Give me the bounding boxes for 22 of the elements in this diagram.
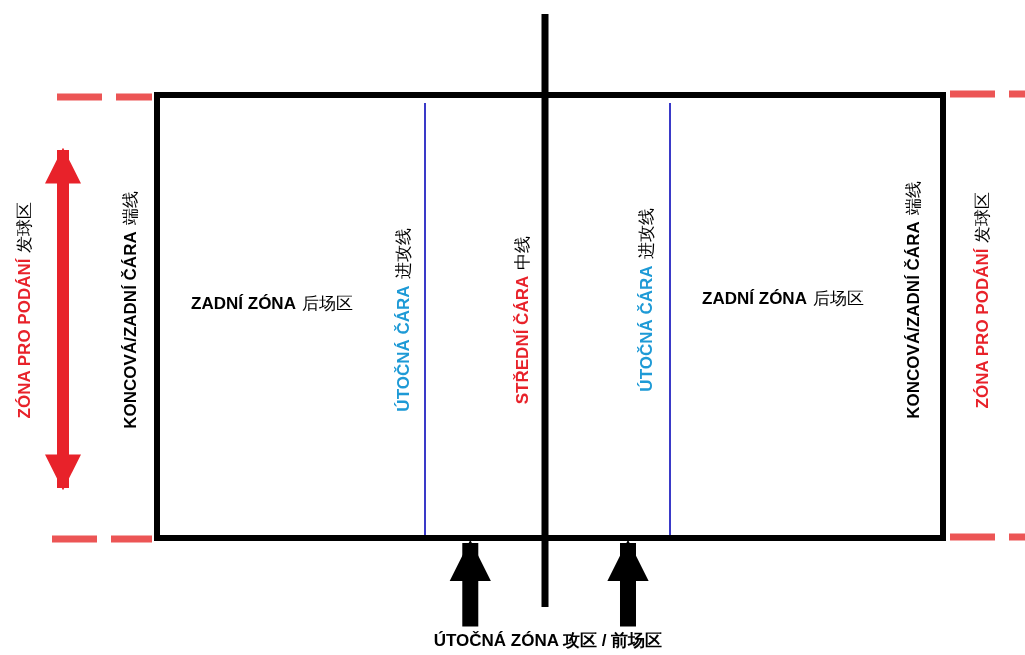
zone-label: KONCOVÁ/ZADNÍ ČÁRA xyxy=(120,231,141,429)
zone-label: ZÓNA PRO PODÁNÍ xyxy=(14,258,35,419)
zone-label: 端线 xyxy=(902,181,924,216)
court-outline xyxy=(154,92,946,541)
zone-label: ÚTOČNÁ ZÓNA 攻区 / 前场区 xyxy=(433,628,663,652)
zone-label: ZADNÍ ZÓNA xyxy=(702,288,807,309)
zone-label: ZADNÍ ZÓNA xyxy=(191,293,296,314)
block-arrow xyxy=(449,539,492,627)
zone-label: KONCOVÁ/ZADNÍ ČÁRA xyxy=(903,221,924,419)
zone-label: 发球区 xyxy=(971,191,993,243)
zone-label: 进攻线 xyxy=(392,228,414,280)
zone-label: ÚTOČNÁ ČÁRA xyxy=(393,285,414,412)
block-arrow xyxy=(607,539,649,627)
zone-label: STŘEDNÍ ČÁRA xyxy=(512,275,533,405)
zone-label: 后场区 xyxy=(301,292,353,315)
zone-label: 中线 xyxy=(511,235,533,270)
zone-label: ZÓNA PRO PODÁNÍ xyxy=(972,248,993,409)
zone-label: ÚTOČNÁ ČÁRA xyxy=(636,265,657,392)
zone-label: 进攻线 xyxy=(635,208,657,260)
zone-label: 后场区 xyxy=(812,287,864,310)
zone-label: 端线 xyxy=(119,191,141,226)
zone-label: 发球区 xyxy=(13,201,35,253)
